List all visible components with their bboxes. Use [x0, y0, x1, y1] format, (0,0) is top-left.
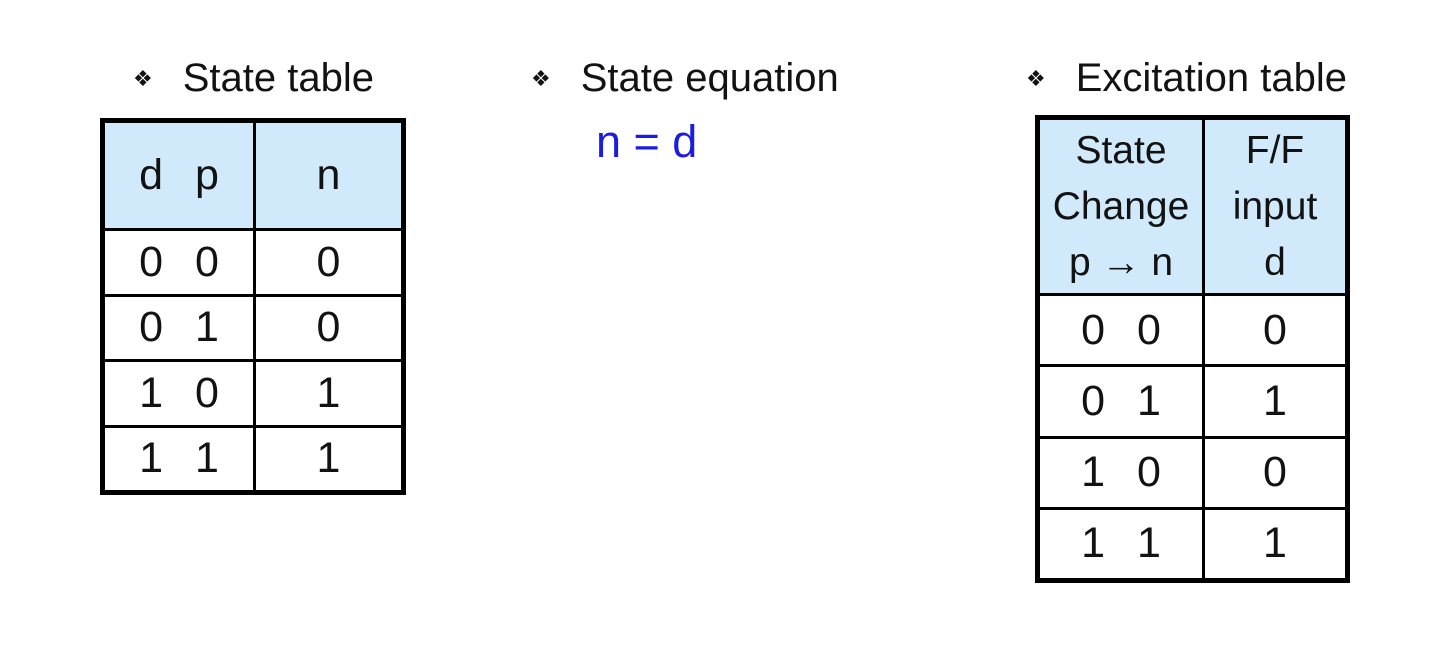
header-line: p → n — [1068, 240, 1174, 284]
header-line: input — [1232, 184, 1318, 228]
cell-n: 0 — [253, 296, 401, 359]
state-table-title: ❖ State table — [133, 56, 374, 101]
diamond-bullet-icon: ❖ — [531, 65, 551, 91]
digit: 0 — [316, 303, 341, 352]
table-row: 0 0 0 — [105, 228, 401, 294]
digit: 0 — [1081, 305, 1105, 354]
cell-pn: 0 1 — [1040, 367, 1202, 435]
digit: 0 — [1263, 448, 1287, 497]
excitation-table-title-text: Excitation table — [1075, 56, 1348, 100]
digit: 1 — [1081, 448, 1105, 497]
cell-pn: 1 1 — [1040, 510, 1202, 578]
header-d-label: d — [139, 151, 163, 199]
excitation-table: State Change p → n F/F input d 0 0 0 — [1035, 115, 1350, 583]
excitation-table-title: ❖ Excitation table — [1026, 56, 1347, 101]
excitation-header-ff-input: F/F input d — [1202, 120, 1345, 293]
state-table-header-inputs: d p — [105, 123, 253, 228]
state-equation-formula: n = d — [596, 116, 698, 167]
cell-d: 0 — [1202, 438, 1345, 507]
table-row: 1 1 1 — [1040, 506, 1345, 578]
cell-d: 0 — [1202, 296, 1345, 365]
excitation-table-header-row: State Change p → n F/F input d — [1040, 120, 1345, 293]
digit: 1 — [1081, 519, 1105, 568]
digit: 1 — [1263, 519, 1287, 568]
table-row: 1 1 1 — [105, 424, 401, 491]
digit: 0 — [316, 237, 341, 286]
cell-dp: 0 1 — [105, 297, 253, 360]
digit: 0 — [1137, 305, 1161, 354]
state-equation-title-text: State equation — [580, 56, 839, 100]
digit: 1 — [139, 434, 163, 483]
state-table-header-row: d p n — [105, 123, 401, 228]
digit: 0 — [1137, 448, 1161, 497]
excitation-header-state-change: State Change p → n — [1040, 120, 1202, 293]
digit: 0 — [195, 368, 219, 417]
cell-n: 0 — [253, 231, 401, 294]
digit: 0 — [1081, 376, 1105, 425]
header-line: State — [1075, 128, 1167, 172]
header-line: F/F — [1245, 128, 1305, 172]
cell-d: 1 — [1202, 509, 1345, 578]
digit: 1 — [1263, 376, 1287, 425]
table-row: 1 0 1 — [105, 359, 401, 425]
cell-dp: 1 1 — [105, 428, 253, 491]
digit: 0 — [195, 237, 219, 286]
diamond-bullet-icon: ❖ — [1026, 65, 1046, 91]
cell-d: 1 — [1202, 367, 1345, 436]
table-row: 0 0 0 — [1040, 293, 1345, 365]
table-row: 1 0 0 — [1040, 435, 1345, 507]
digit: 1 — [195, 434, 219, 483]
table-row: 0 1 0 — [105, 293, 401, 360]
digit: 0 — [1263, 305, 1287, 354]
digit: 1 — [195, 303, 219, 352]
cell-n: 1 — [253, 427, 401, 490]
state-table: d p n 0 0 0 0 1 0 — [100, 118, 406, 495]
digit: 0 — [139, 237, 163, 286]
cell-pn: 1 0 — [1040, 439, 1202, 507]
digit: 1 — [316, 368, 341, 417]
header-line: Change — [1052, 184, 1190, 228]
digit: 0 — [139, 303, 163, 352]
digit: 1 — [1137, 376, 1161, 425]
state-table-title-text: State table — [182, 56, 374, 100]
cell-n: 1 — [253, 362, 401, 425]
cell-pn: 0 0 — [1040, 296, 1202, 364]
cell-dp: 0 0 — [105, 231, 253, 294]
header-n-label: n — [316, 151, 341, 199]
cell-dp: 1 0 — [105, 362, 253, 425]
header-line: d — [1264, 240, 1286, 284]
table-row: 0 1 1 — [1040, 364, 1345, 436]
state-table-header-output: n — [253, 123, 401, 228]
digit: 1 — [139, 368, 163, 417]
diamond-bullet-icon: ❖ — [133, 65, 153, 91]
header-p-label: p — [195, 151, 219, 199]
digit: 1 — [1137, 519, 1161, 568]
digit: 1 — [316, 434, 341, 483]
state-equation-title: ❖ State equation — [531, 56, 839, 101]
